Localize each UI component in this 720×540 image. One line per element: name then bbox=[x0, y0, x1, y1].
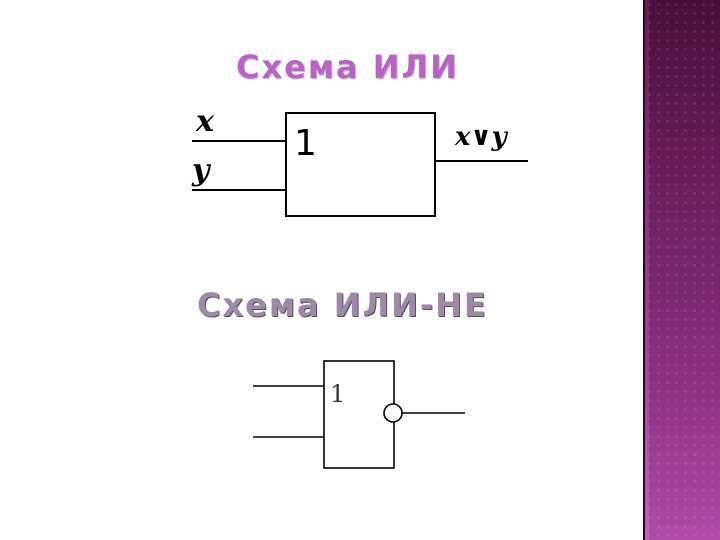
or-input-y-label: y bbox=[191, 153, 212, 188]
or-output-label: x∨y bbox=[454, 122, 509, 152]
nor-gate-diagram: 1 bbox=[253, 360, 465, 469]
decorative-side-band bbox=[643, 0, 720, 540]
title-or-scheme: Схема ИЛИ bbox=[236, 48, 459, 86]
nor-gate-box bbox=[323, 360, 395, 469]
or-gate-box bbox=[285, 112, 436, 217]
nor-inversion-bubble bbox=[383, 403, 403, 423]
or-gate-symbol: 1 bbox=[294, 123, 317, 164]
or-gate-diagram: x y 1 x∨y bbox=[191, 104, 528, 217]
side-band-pattern bbox=[645, 0, 720, 540]
or-input-x-label: x bbox=[195, 104, 215, 139]
nor-gate-symbol: 1 bbox=[330, 380, 345, 408]
title-nor-scheme: Схема ИЛИ-НЕ bbox=[197, 286, 488, 324]
side-band-edge bbox=[645, 0, 649, 540]
